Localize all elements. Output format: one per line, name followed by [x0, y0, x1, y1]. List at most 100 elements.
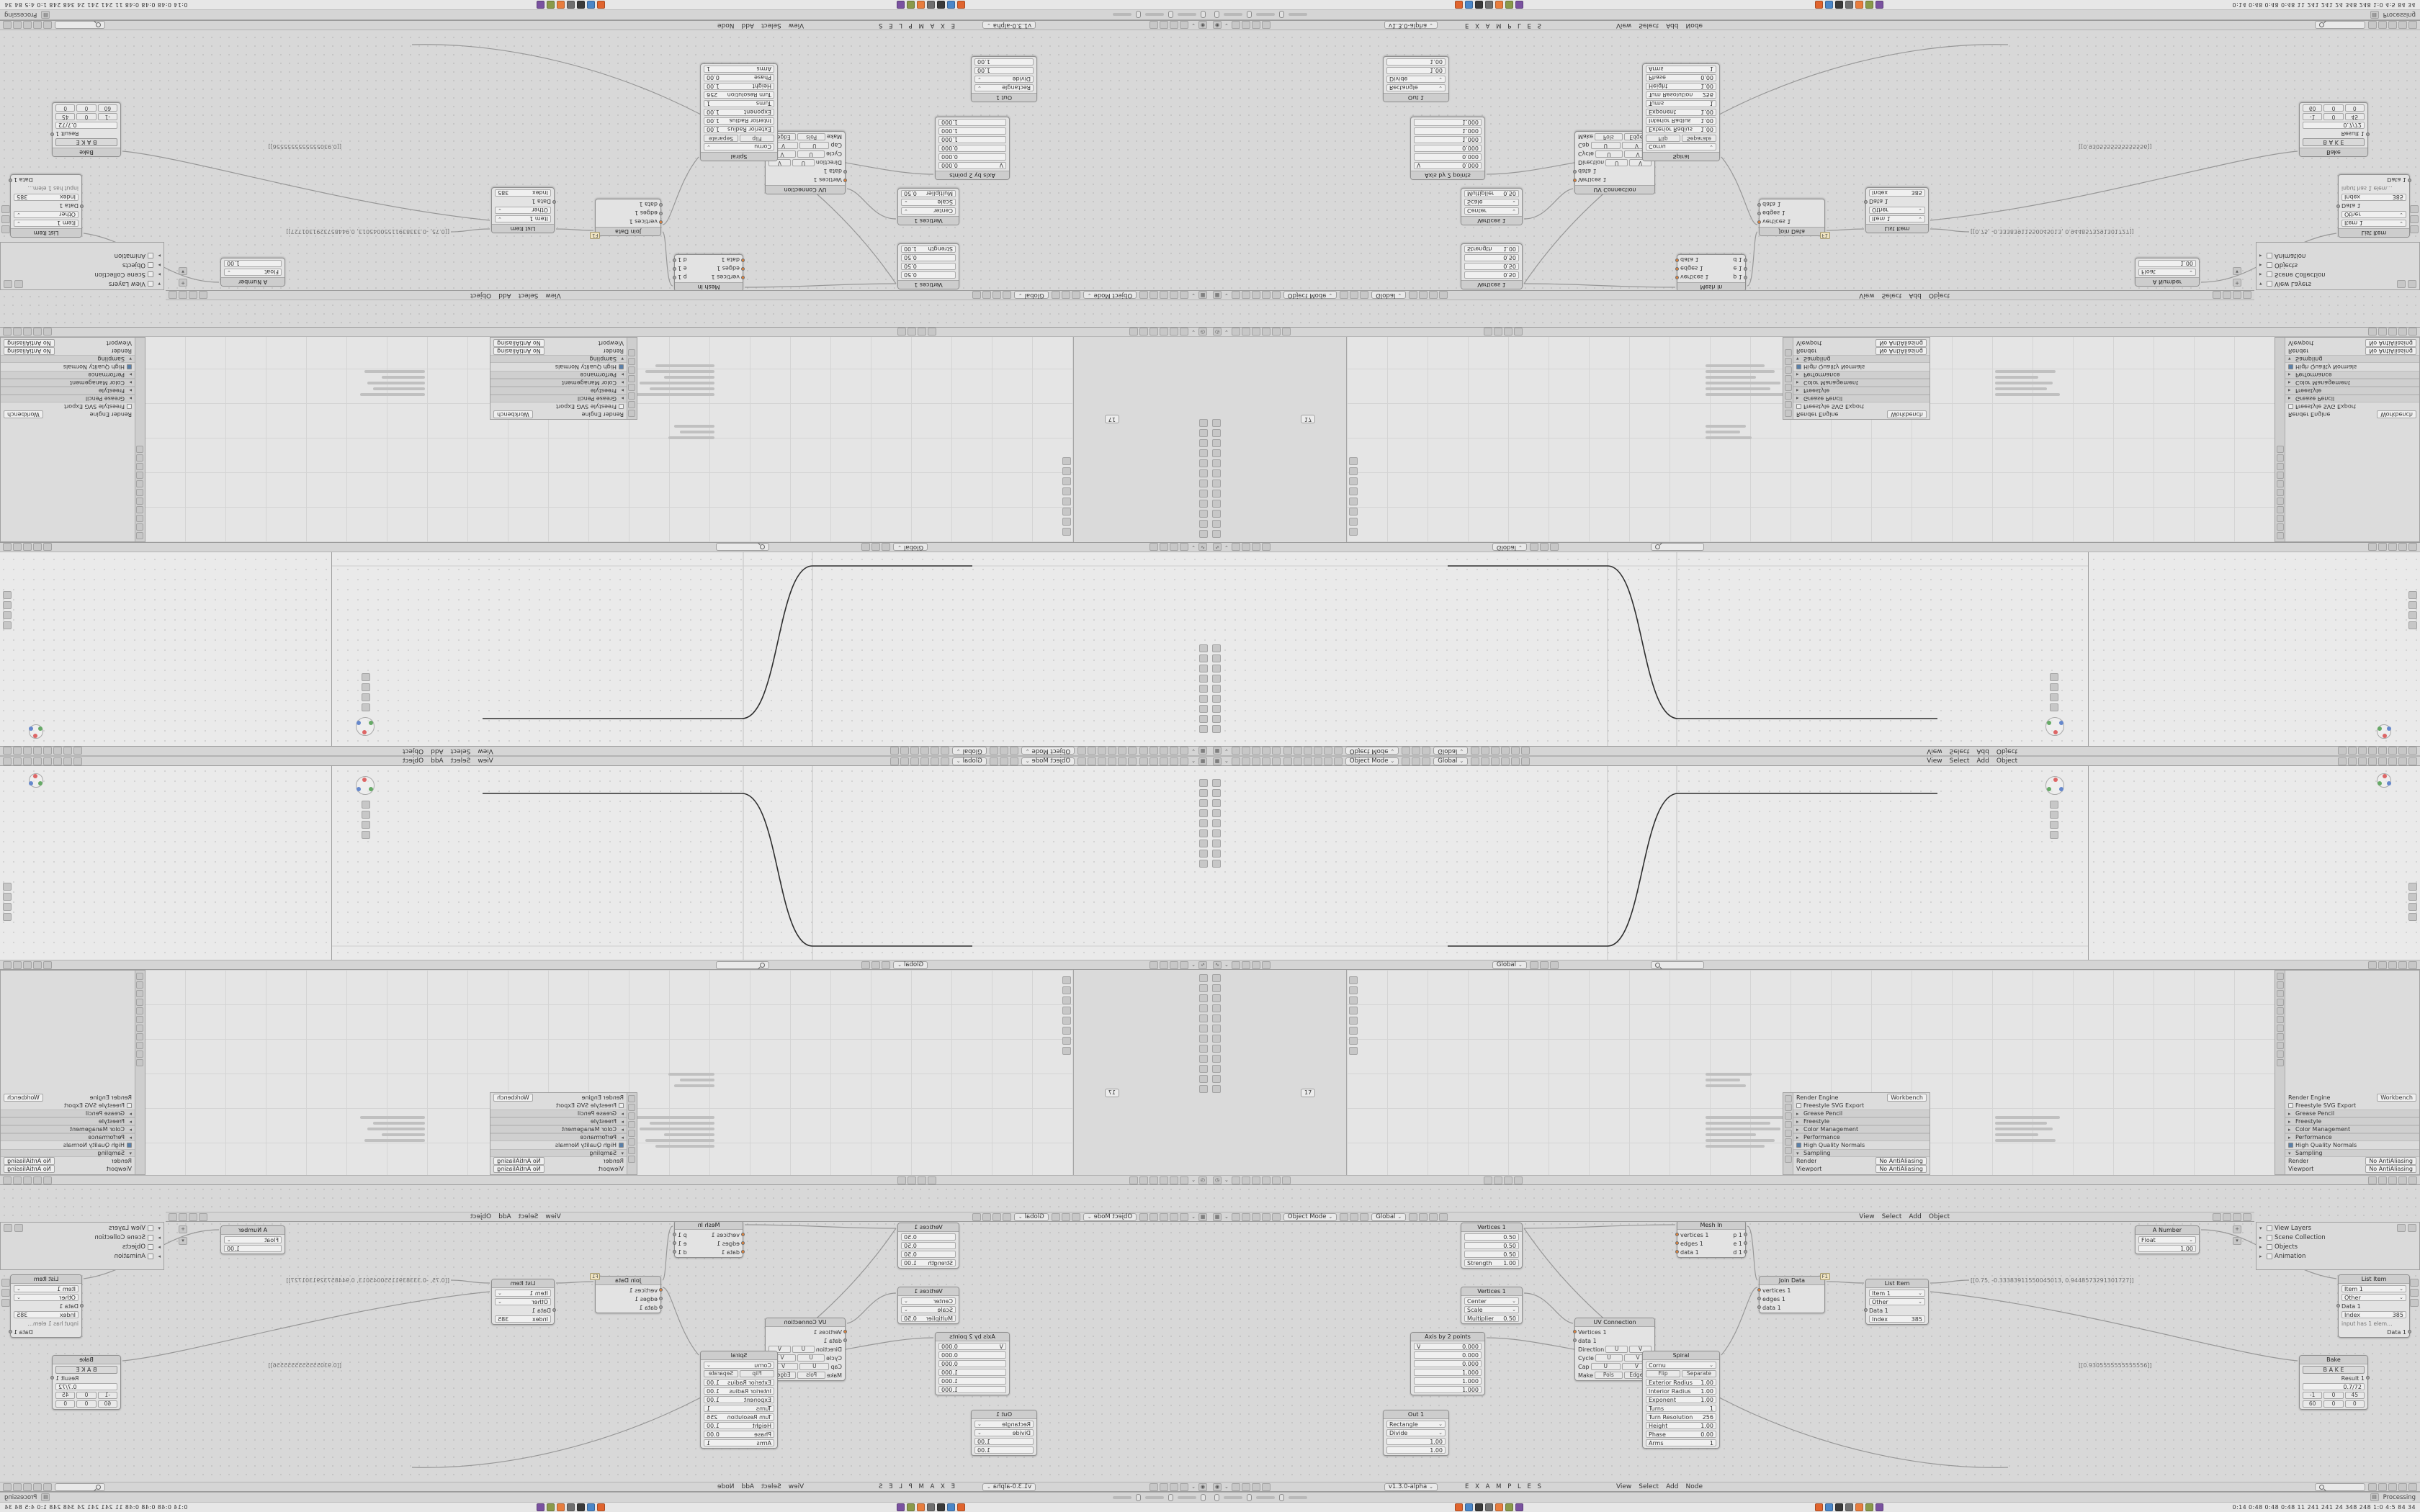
menu-object[interactable]: Object: [1928, 1213, 1950, 1220]
toolbar-icon[interactable]: [1212, 429, 1221, 437]
toolbar-icon[interactable]: [1180, 960, 1189, 969]
properties-row[interactable]: ▸Freestyle: [2285, 387, 2419, 395]
toolbar-icon[interactable]: [13, 543, 22, 552]
blender-icon[interactable]: [917, 1, 925, 9]
toolbar-icon[interactable]: [2408, 543, 2417, 552]
toolbar-icon[interactable]: [136, 472, 144, 479]
toolbar-icon[interactable]: [1199, 439, 1208, 447]
toolbar-icon[interactable]: [33, 543, 42, 552]
toolbar-icon[interactable]: [1350, 291, 1359, 300]
toolbar-icon[interactable]: [897, 328, 907, 336]
toolbar-icon[interactable]: [1212, 490, 1221, 498]
property-value[interactable]: No AntiAliasing: [1876, 1165, 1927, 1173]
blender-icon[interactable]: [1495, 1503, 1503, 1511]
node-header[interactable]: UV Connection: [766, 1318, 845, 1327]
toolbar-icon[interactable]: [2378, 747, 2387, 755]
node-header[interactable]: Out 1: [1384, 1410, 1448, 1419]
node-dropdown[interactable]: Cornu⌄: [704, 1362, 774, 1369]
toolbar-icon[interactable]: [989, 747, 998, 755]
toolbar-icon[interactable]: [930, 747, 939, 755]
toolbar-icon[interactable]: [1150, 1176, 1159, 1184]
toolbar-icon[interactable]: [889, 757, 899, 765]
expand-icon[interactable]: ▸: [621, 395, 624, 402]
toolbar-icon[interactable]: [1062, 1047, 1071, 1055]
expand-icon[interactable]: ▸: [158, 1243, 161, 1250]
toolbar-icon[interactable]: [1784, 1112, 1792, 1120]
toolbar-icon[interactable]: [13, 328, 22, 336]
socket-icon[interactable]: [843, 1338, 847, 1342]
toolbar-icon[interactable]: [1303, 747, 1312, 755]
chevron-down-icon[interactable]: ⌄: [1191, 329, 1196, 335]
toolbar-icon[interactable]: [889, 747, 899, 755]
toolbar-icon[interactable]: [1281, 1176, 1291, 1184]
firefox-icon[interactable]: [597, 1503, 605, 1511]
toolbar-icon[interactable]: [1170, 757, 1179, 765]
toolbar-icon[interactable]: [2050, 811, 2058, 819]
node-header[interactable]: Vertices 1: [898, 280, 959, 289]
socket-icon[interactable]: [673, 267, 676, 271]
toolbar-icon[interactable]: [861, 960, 871, 969]
toolbar-icon[interactable]: [908, 1176, 917, 1184]
toolbar-icon[interactable]: [1349, 1017, 1358, 1025]
toolbar-icon[interactable]: [2223, 291, 2231, 300]
toolbar-icon[interactable]: [1199, 840, 1208, 847]
toolbar-icon[interactable]: [900, 757, 909, 765]
toolbar-icon[interactable]: [2276, 990, 2284, 997]
node-number-field[interactable]: 1.00: [2138, 1245, 2196, 1252]
toolbar-icon[interactable]: [628, 1138, 636, 1146]
toolbar-icon[interactable]: [1483, 328, 1492, 336]
toolbar-icon[interactable]: [2276, 446, 2284, 453]
toolbar-icon[interactable]: [23, 1176, 32, 1184]
toolbar-icon[interactable]: [2398, 543, 2407, 552]
toolbar-icon[interactable]: [1199, 860, 1208, 868]
toolbar-icon[interactable]: [1261, 757, 1270, 765]
toolbar-icon[interactable]: [1241, 291, 1250, 300]
outliner-row[interactable]: ▸Objects: [2258, 261, 2418, 270]
socket-icon[interactable]: [843, 179, 847, 182]
node-dropdown[interactable]: Other⌄: [1869, 207, 1925, 214]
navigation-gizmo[interactable]: [356, 717, 375, 736]
socket-icon[interactable]: [1757, 212, 1761, 215]
toolbar-icon[interactable]: [2408, 903, 2417, 911]
node-header[interactable]: Vertices 1: [898, 1223, 959, 1232]
properties-row[interactable]: ▸Grease Pencil: [1, 1110, 135, 1117]
menu-select[interactable]: Select: [450, 757, 471, 765]
editor-type-icon[interactable]: ◉: [1213, 21, 1222, 30]
toolbar-icon[interactable]: [1412, 757, 1421, 765]
firefox-icon[interactable]: [957, 1503, 965, 1511]
chevron-down-icon[interactable]: ⌄: [1224, 962, 1229, 968]
orientation-dropdown[interactable]: Global⌄: [1013, 1212, 1049, 1221]
toolbar-icon[interactable]: [1160, 1482, 1169, 1491]
outliner-row[interactable]: ▸Scene Collection: [2258, 270, 2418, 279]
toolbar-icon[interactable]: [136, 480, 144, 487]
menu-add[interactable]: Add: [1909, 292, 1922, 299]
chevron-down-icon[interactable]: ⌄: [1224, 758, 1229, 764]
toolbar-icon[interactable]: [136, 523, 144, 531]
toolbar-icon[interactable]: [1199, 1035, 1208, 1043]
toolbar-icon[interactable]: [13, 960, 22, 969]
toolbar-icon[interactable]: [1231, 543, 1240, 552]
toolbar-icon[interactable]: [2398, 757, 2407, 765]
toolbar-icon[interactable]: [1360, 1212, 1369, 1221]
toolbar-icon[interactable]: [3, 621, 12, 629]
toolbar-icon[interactable]: [1170, 1176, 1179, 1184]
node-number-field[interactable]: 0.50: [1464, 1233, 1519, 1241]
socket-icon[interactable]: [659, 220, 663, 224]
toolbar-icon[interactable]: [2050, 821, 2058, 829]
node-number-field[interactable]: 1.00: [224, 1245, 282, 1252]
toolbar-icon[interactable]: [1503, 1176, 1512, 1184]
